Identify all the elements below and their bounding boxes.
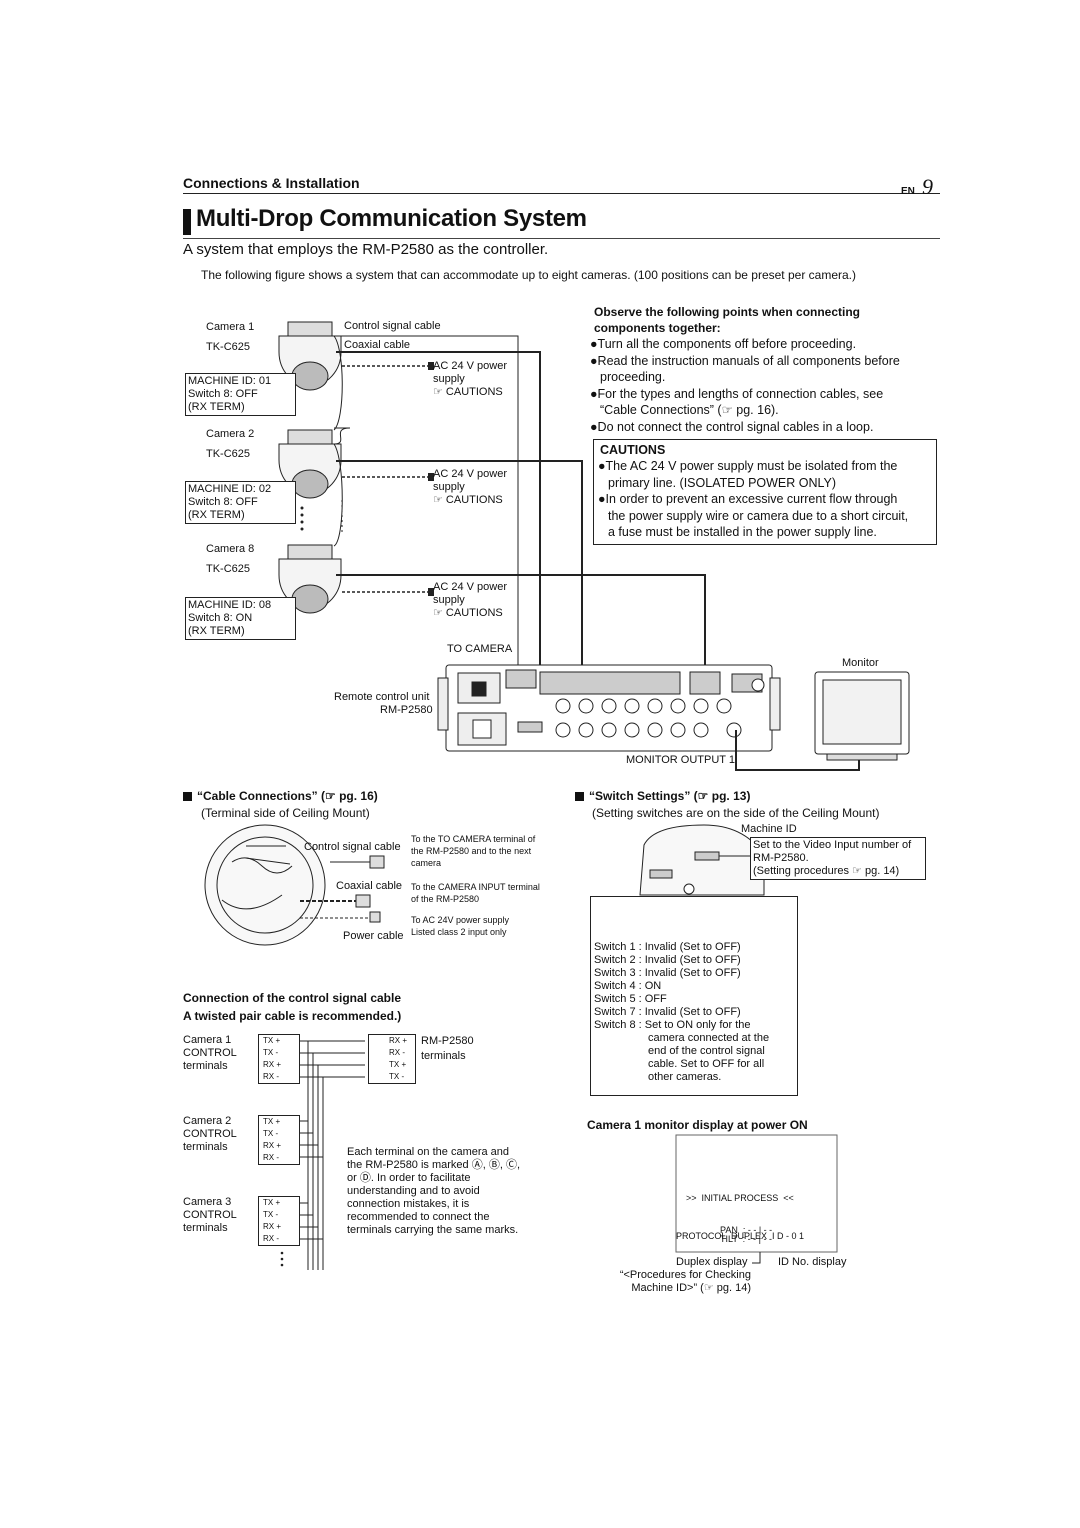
- section-header: Connections & Installation: [183, 175, 360, 191]
- cam3-terminal-block: TX +TX - RX +RX -: [258, 1196, 300, 1246]
- cam2-terminal-block: TX +TX - RX +RX -: [258, 1115, 300, 1165]
- monitor-label: Monitor: [842, 657, 879, 669]
- cable-section-heading: “Cable Connections” (☞ pg. 16): [197, 789, 378, 803]
- switch-list-box: Switch 1 : Invalid (Set to OFF)Switch 2 …: [590, 896, 798, 1096]
- title-rule: [183, 238, 940, 239]
- cautions-title: CAUTIONS: [600, 443, 666, 457]
- power-plugs: [428, 362, 434, 596]
- header-rule: [183, 193, 940, 194]
- power-wires: [342, 365, 430, 593]
- observe-list: ●Turn all the components off before proc…: [590, 337, 900, 434]
- title-bar-marker: [183, 209, 191, 235]
- wiring-dots: [280, 1251, 284, 1267]
- monitor-output-label: MONITOR OUTPUT 1: [626, 754, 735, 766]
- monitor-cable: [735, 730, 860, 771]
- control-signal-wires: [333, 335, 519, 668]
- observe-heading: Observe the following points when connec…: [594, 305, 861, 335]
- bnc-connectors: [555, 678, 765, 738]
- cable-section-marker: [183, 792, 192, 801]
- coax-cable-caption: Coaxial cable: [336, 880, 403, 892]
- intro-text: The following figure shows a system that…: [201, 268, 856, 282]
- page-title: Multi-Drop Communication System: [196, 205, 587, 232]
- camera-8-dome: [278, 544, 342, 614]
- control-cable-caption: Control signal cable: [304, 841, 401, 853]
- display-initial-process: >> INITIAL PROCESS <<: [686, 1193, 794, 1203]
- page-number: 9: [922, 174, 933, 199]
- switch-section-sub: (Setting switches are on the side of the…: [592, 806, 880, 820]
- rm-terminal-block: RX +RX - TX +TX -: [368, 1034, 416, 1084]
- ellipsis-dots: [300, 506, 304, 531]
- rm-p2580-unit: [437, 664, 781, 752]
- duplex-display-label: Duplex display: [676, 1256, 748, 1268]
- monitor-display-frame: [675, 1134, 838, 1253]
- cable-section-sub: (Terminal side of Ceiling Mount): [201, 806, 370, 820]
- id-no-display-label: ID No. display: [778, 1256, 847, 1268]
- control-wiring: [300, 1040, 365, 1270]
- monitor-icon: [814, 671, 910, 761]
- cautions-box: CAUTIONS ●The AC 24 V power supply must …: [593, 439, 937, 545]
- to-camera-label: TO CAMERA: [447, 643, 513, 655]
- cam1-terminal-block: TX +TX - RX +RX -: [258, 1034, 300, 1084]
- remote-unit-label: Remote control unit: [334, 691, 430, 703]
- ceiling-mount-figure: [204, 824, 326, 946]
- display-pan-tilt: PAN : - - | - -TILT : - - | - -: [720, 1225, 773, 1244]
- machine-id-label: Machine ID: [741, 823, 797, 835]
- monitor-display-heading: Camera 1 monitor display at power ON: [587, 1118, 808, 1132]
- page-subtitle: A system that employs the RM-P2580 as th…: [183, 241, 549, 258]
- mount-cables: [300, 855, 385, 923]
- switch-section-marker: [575, 792, 584, 801]
- lang-label: EN: [901, 186, 915, 197]
- remote-unit-model: RM-P2580: [380, 704, 433, 716]
- switch-section-heading: “Switch Settings” (☞ pg. 13): [589, 789, 751, 803]
- coax-wires: [336, 351, 706, 706]
- coax-cable-label: Coaxial cable: [344, 339, 411, 351]
- display-protocol: PROTOCOL DUPLEX I D - 0 1: [676, 1231, 805, 1241]
- power-cable-caption: Power cable: [343, 930, 404, 942]
- switch-list: Switch 1 : Invalid (Set to OFF)Switch 2 …: [594, 941, 770, 1083]
- control-cable-label: Control signal cable: [344, 320, 441, 332]
- cautions-list: ●The AC 24 V power supply must be isolat…: [598, 459, 909, 539]
